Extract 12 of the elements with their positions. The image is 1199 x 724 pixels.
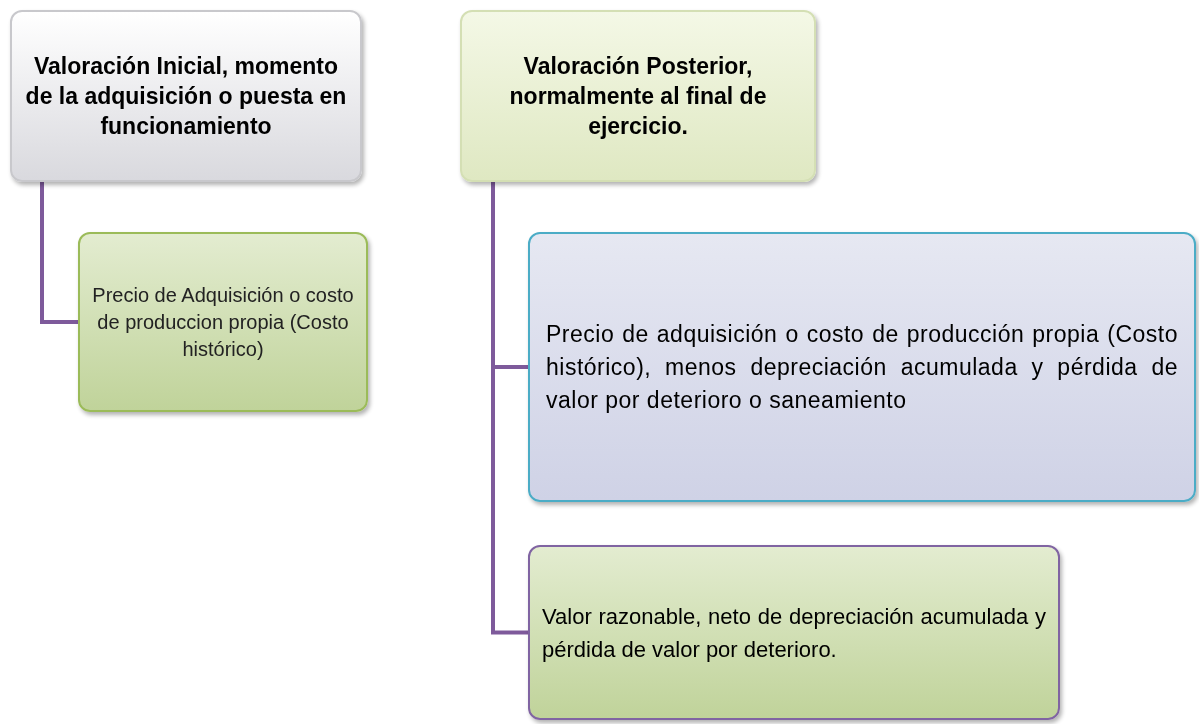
box-text: Valor razonable, neto de depreciación acumulada y pérdida de valor por deterioro.: [541, 602, 1047, 664]
box-text: Valoración Posterior, normalmente al final de ejercicio.: [508, 52, 768, 141]
connector-line: [40, 182, 78, 324]
connector-line: [491, 182, 528, 635]
box-text: Valoración Inicial, momento de la adquisición o puesta en funcionamiento: [24, 52, 348, 141]
process-box: [528, 545, 1060, 720]
heading-box: [10, 10, 362, 182]
process-box: [528, 232, 1196, 502]
box-text: Precio de adquisición o costo de producción propia (Costo histórico), menos depreciación acumulada y pérdida de valor por deterioro o saneamiento: [545, 319, 1179, 415]
box-text: Precio de Adquisición o costo de produccion propia (Costo histórico): [91, 282, 355, 362]
heading-box: [460, 10, 816, 182]
process-box: [78, 232, 368, 412]
